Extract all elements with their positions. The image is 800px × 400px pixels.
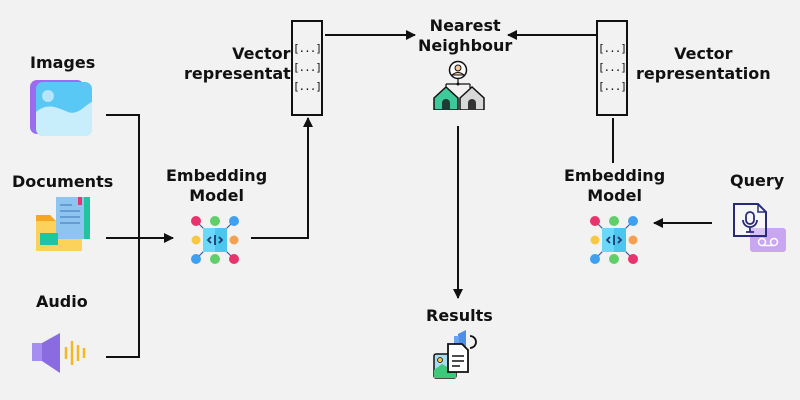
vector-row: [...] <box>597 80 627 93</box>
left-vector-label-line2: representation <box>184 64 319 83</box>
right-vector-label: Vector representation <box>636 44 771 84</box>
embedding-to-vector-arrow <box>251 117 313 239</box>
left-embedding-label-line2: Model <box>189 186 244 205</box>
documents-folder-icon <box>36 197 90 251</box>
left-vector-box: [...] [...] [...] <box>291 20 323 116</box>
embedding-model-icon <box>191 216 239 264</box>
image-icon <box>30 80 92 136</box>
images-label: Images <box>30 53 96 72</box>
right-embedding-label-line2: Model <box>587 186 642 205</box>
vector-row: [...] <box>292 42 322 55</box>
right-embedding-label: Embedding Model <box>564 166 665 206</box>
speaker-audio-icon <box>32 333 86 373</box>
left-vector-label-line1: Vector <box>232 44 291 63</box>
documents-label: Documents <box>12 172 114 191</box>
left-embedding-label-line1: Embedding <box>166 166 268 185</box>
nearest-neighbour-label-line1: Nearest <box>429 16 501 35</box>
query-label: Query <box>730 171 785 190</box>
results-label: Results <box>426 306 493 325</box>
nearest-neighbour-houses-icon <box>433 60 485 110</box>
nearest-neighbour-label-line2: Neighbour <box>418 36 513 55</box>
left-vector-label: Vector representation <box>184 44 319 84</box>
vector-row: [...] <box>292 61 322 74</box>
nearest-neighbour-label: Nearest Neighbour <box>418 16 512 56</box>
embedding-model-icon <box>590 216 638 264</box>
right-vector-label-line2: representation <box>636 64 771 83</box>
right-embedding-label-line1: Embedding <box>564 166 666 185</box>
right-vector-label-line1: Vector <box>674 44 733 63</box>
vector-row: [...] <box>597 42 627 55</box>
results-media-icon <box>433 330 477 379</box>
vector-row: [...] <box>292 80 322 93</box>
right-vector-box: [...] [...] [...] <box>596 20 628 116</box>
images-connector <box>106 114 140 238</box>
vector-row: [...] <box>597 61 627 74</box>
audio-label: Audio <box>36 292 88 311</box>
voice-query-icon <box>733 203 786 252</box>
audio-connector <box>106 238 140 358</box>
left-embedding-label: Embedding Model <box>166 166 267 206</box>
